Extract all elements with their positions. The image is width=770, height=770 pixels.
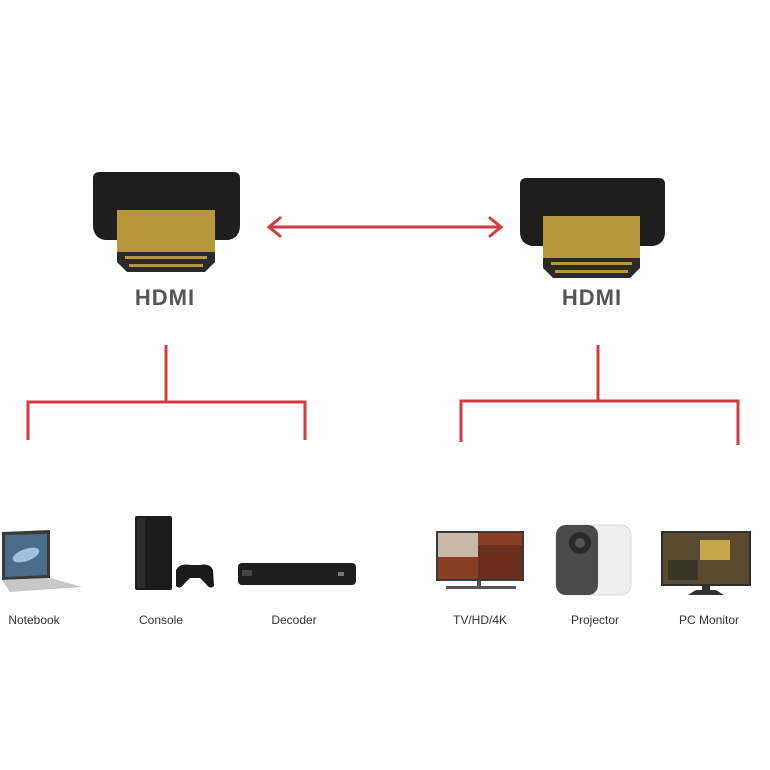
set-top-box-icon bbox=[238, 563, 356, 585]
device-label-tv: TV/HD/4K bbox=[452, 613, 507, 627]
hdmi-label-right: HDMI bbox=[561, 285, 623, 310]
monitor-icon bbox=[661, 531, 751, 595]
hdmi-connector-left-icon bbox=[93, 172, 240, 272]
bidirectional-arrow-icon bbox=[266, 216, 504, 238]
game-console-icon bbox=[135, 516, 214, 590]
device-label-console: Console bbox=[138, 613, 184, 627]
hdmi-label-left: HDMI bbox=[134, 285, 196, 310]
tv-icon bbox=[436, 531, 524, 589]
projector-icon bbox=[555, 524, 632, 596]
device-label-decoder: Decoder bbox=[271, 613, 317, 627]
laptop-icon bbox=[2, 530, 82, 592]
device-label-projector: Projector bbox=[570, 613, 620, 627]
hdmi-connector-right-icon bbox=[520, 178, 665, 278]
right-branch-lines bbox=[459, 345, 740, 445]
device-label-pc-monitor: PC Monitor bbox=[678, 613, 740, 627]
left-branch-lines bbox=[26, 345, 307, 440]
device-label-notebook: Notebook bbox=[8, 613, 60, 627]
